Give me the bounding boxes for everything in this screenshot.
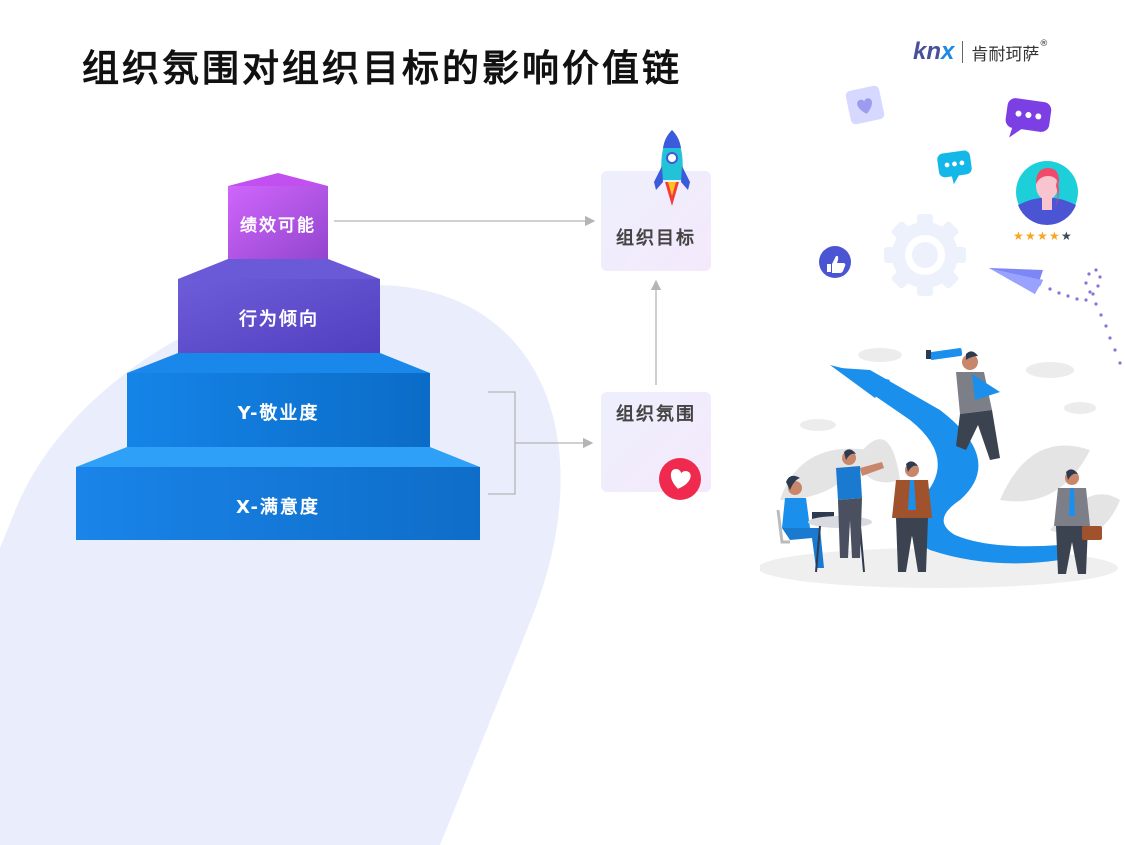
star-filled-icon: ★ [1037, 229, 1048, 243]
value-chain-diagram [76, 173, 662, 540]
level-4-top-face [76, 447, 480, 467]
arrow-road-figure [840, 368, 1060, 564]
pyramid-label-engagement: Y-敬业度 [237, 403, 320, 424]
teamwork-illustration: ★ ★ ★ ★ ★ [760, 85, 1122, 588]
logo-latin-prefix: kn [913, 38, 942, 65]
level-3-front-face [127, 373, 430, 447]
pyramid-label-performance: 绩效可能 [240, 216, 316, 236]
pyramid-level-3 [127, 353, 430, 447]
logo-registered-mark: ® [1039, 39, 1049, 49]
star-filled-icon: ★ [1013, 229, 1024, 243]
pyramid-label-behavior: 行为倾向 [239, 309, 319, 330]
chat-bubble-icon [937, 150, 972, 185]
logo-latin: knx [913, 38, 954, 66]
team-people-figure [776, 449, 1102, 574]
node-climate-label: 组织氛围 [616, 404, 696, 425]
rocket-icon [654, 130, 690, 206]
arrow-head [830, 365, 890, 398]
level-1-front-face [228, 186, 328, 259]
telescope-person-figure [926, 348, 1000, 460]
pyramid-label-satisfaction: X-满意度 [236, 497, 320, 518]
paper-plane-icon [989, 268, 1043, 294]
rating-stars: ★ ★ ★ ★ ★ [1013, 229, 1072, 243]
avatar-icon [1016, 161, 1078, 226]
logo-divider [962, 41, 964, 63]
bracket-engagement-satisfaction [488, 391, 516, 495]
level-2-top-face [178, 259, 380, 279]
heart-card-icon [845, 85, 885, 125]
thumbs-up-icon [819, 246, 851, 278]
node-goal-label: 组织目标 [616, 228, 696, 249]
brand-logo: knx 肯耐珂萨 ® [913, 38, 1048, 66]
pyramid-level-1 [228, 173, 328, 259]
heart-icon [659, 458, 701, 500]
level-2-front-face [178, 279, 380, 353]
star-empty-icon: ★ [1061, 229, 1072, 243]
page-title: 组织氛围对组织目标的影响价值链 [82, 47, 682, 90]
star-filled-icon: ★ [1025, 229, 1036, 243]
chat-bubble-icon [1005, 98, 1052, 138]
star-filled-icon: ★ [1049, 229, 1060, 243]
logo-chinese: 肯耐珂萨 [971, 44, 1040, 65]
clouds [800, 348, 1096, 431]
level-1-top-face [228, 173, 328, 186]
level-3-top-face [127, 353, 430, 373]
pyramid-level-4 [76, 447, 480, 540]
dotted-trail [1048, 268, 1122, 365]
level-4-front-face [76, 467, 480, 540]
pyramid-level-2 [178, 259, 380, 353]
logo-latin-accent: x [941, 38, 955, 65]
gear-icon [884, 214, 966, 296]
